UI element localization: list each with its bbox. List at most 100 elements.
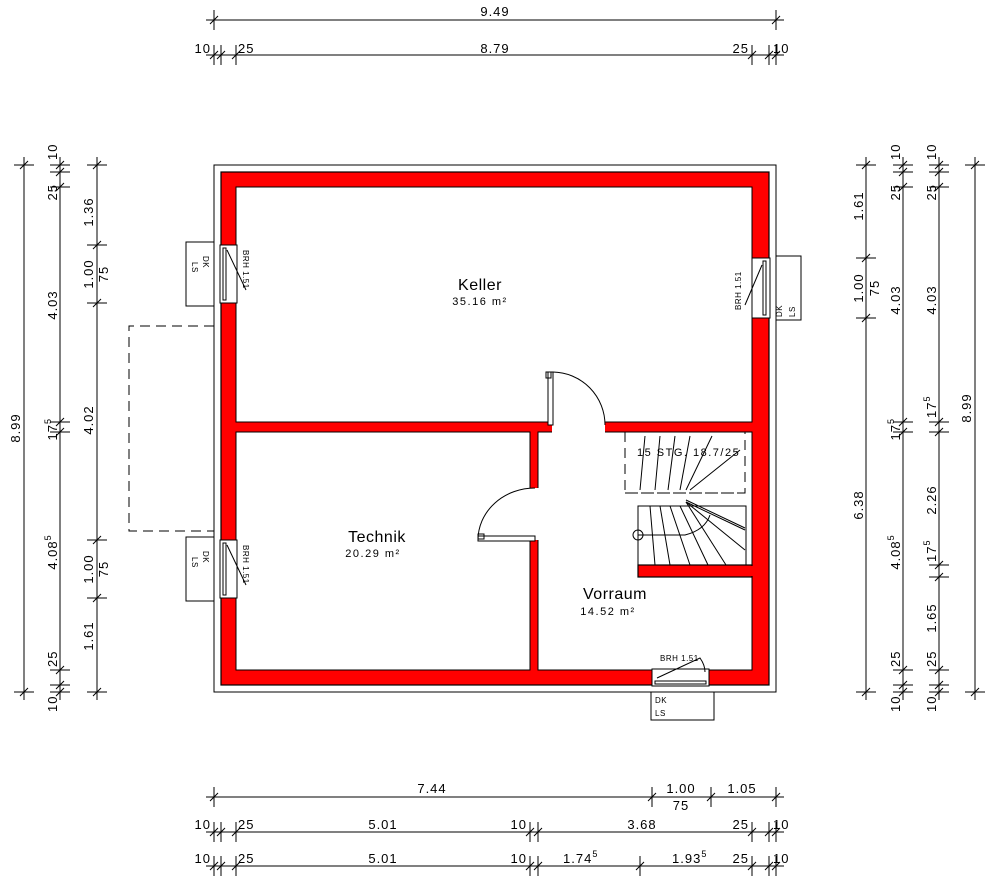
- dimension-tick: [92, 160, 102, 170]
- dim-label: 25: [238, 817, 254, 832]
- room-vorraum-floor: [537, 431, 753, 671]
- dim-label: 8.79: [480, 41, 509, 56]
- dim-label: 1.00: [666, 781, 695, 796]
- room-keller-floor: [235, 186, 753, 423]
- dimension-tick: [55, 167, 65, 177]
- dimension-tick: [525, 861, 535, 871]
- dim-label: 10: [888, 696, 903, 712]
- window-type-dk: DK: [201, 256, 210, 268]
- dimension-tick: [231, 861, 241, 871]
- dim-label: 25: [888, 184, 903, 200]
- dimension-tick: [209, 792, 219, 802]
- dimension-labels-left: 8.99 10 25 4.03 175 4.085 25 10 1.36 1.0…: [8, 144, 111, 712]
- sill-height-label: BRH 1.51: [241, 545, 250, 584]
- dim-label: 8.99: [8, 413, 23, 442]
- sill-height-label: BRH 1.51: [660, 654, 699, 663]
- dimension-tick: [934, 687, 944, 697]
- dim-label: 1.00: [81, 259, 96, 288]
- dim-label: 1.745: [563, 849, 598, 866]
- dimension-tick: [771, 827, 781, 837]
- room-technik-floor: [235, 431, 531, 671]
- dimension-tick: [747, 827, 757, 837]
- dim-label: 10: [924, 696, 939, 712]
- dimension-tick: [231, 50, 241, 60]
- keller-door-opening: [552, 421, 605, 433]
- dim-label: 25: [45, 184, 60, 200]
- sill-height-label: BRH 1.51: [734, 271, 743, 310]
- room-name-technik: Technik: [348, 529, 406, 546]
- dimension-tick: [55, 160, 65, 170]
- dimension-tick: [209, 861, 219, 871]
- dimension-tick: [55, 417, 65, 427]
- door-technik[interactable]: [477, 487, 536, 542]
- window-type-ls: LS: [788, 306, 797, 317]
- window-right[interactable]: BRH 1.51 DK LS: [734, 255, 802, 321]
- dimension-tick: [55, 665, 65, 675]
- window-type-ls: LS: [190, 262, 199, 273]
- staircase[interactable]: 15 STG. 18.7/25: [624, 432, 747, 566]
- dimension-tick: [934, 572, 944, 582]
- dimension-tick: [209, 50, 219, 60]
- dim-label: 10: [924, 144, 939, 160]
- dimension-tick: [92, 298, 102, 308]
- dimension-tick: [216, 861, 226, 871]
- dim-label: 75: [96, 266, 111, 282]
- dimension-tick: [934, 167, 944, 177]
- dimension-tick: [934, 665, 944, 675]
- dim-label: 10: [45, 144, 60, 160]
- dimension-labels-top: 9.49 10 25 8.79 25 10: [195, 4, 789, 56]
- dim-label: 4.03: [45, 290, 60, 319]
- dimension-tick: [898, 160, 908, 170]
- dim-label: 10: [195, 851, 211, 866]
- sill-height-label: BRH 1.51: [241, 250, 250, 289]
- dimension-tick: [533, 827, 543, 837]
- dimension-tick: [771, 861, 781, 871]
- dimension-tick: [898, 417, 908, 427]
- dimension-tick: [92, 240, 102, 250]
- dim-label: 10: [773, 851, 789, 866]
- dim-label: 10: [195, 817, 211, 832]
- dim-label: 10: [773, 41, 789, 56]
- dimension-labels-right: 1.61 1.00 75 6.38 10 25 4.03 175 4.085 2…: [851, 144, 974, 712]
- dim-label: 175: [922, 396, 939, 418]
- dimension-tick: [771, 50, 781, 60]
- dimension-tick: [216, 827, 226, 837]
- dimension-tick: [231, 827, 241, 837]
- window-left-upper[interactable]: LS DK BRH 1.51: [185, 241, 250, 307]
- window-left-lower[interactable]: LS DK BRH 1.51: [185, 536, 250, 602]
- dimension-tick: [898, 687, 908, 697]
- dim-label: 25: [888, 651, 903, 667]
- dimension-tick: [970, 687, 980, 697]
- dimension-tick: [934, 680, 944, 690]
- room-name-keller: Keller: [458, 277, 502, 294]
- dimension-tick: [533, 861, 543, 871]
- dim-label: 1.00: [851, 273, 866, 302]
- dimension-tick: [647, 792, 657, 802]
- dimension-tick: [209, 827, 219, 837]
- dim-label: 3.68: [627, 817, 656, 832]
- window-bottom[interactable]: BRH 1.51 DK LS: [650, 654, 715, 721]
- door-keller[interactable]: [545, 371, 606, 426]
- dimension-tick: [55, 680, 65, 690]
- dimension-tick: [55, 687, 65, 697]
- dimension-tick: [970, 160, 980, 170]
- dimension-tick: [92, 687, 102, 697]
- dimension-tick: [747, 861, 757, 871]
- technik-door-opening: [529, 488, 539, 540]
- dim-label: 1.61: [81, 621, 96, 650]
- dim-label: 5.01: [368, 817, 397, 832]
- dimension-tick: [898, 182, 908, 192]
- stair-wall: [637, 564, 753, 578]
- window-type-ls: LS: [190, 557, 199, 568]
- dim-label: 10: [45, 696, 60, 712]
- walls: [220, 171, 770, 686]
- dim-label: 4.03: [924, 285, 939, 314]
- dimension-tick: [19, 687, 29, 697]
- dim-label: 1.00: [81, 554, 96, 583]
- light-well-outline: [128, 325, 214, 532]
- dimension-tick: [92, 535, 102, 545]
- dim-label: 175: [886, 418, 903, 440]
- dimension-tick: [55, 427, 65, 437]
- dim-label: 25: [733, 851, 749, 866]
- room-area-vorraum: 14.52 m²: [580, 606, 635, 618]
